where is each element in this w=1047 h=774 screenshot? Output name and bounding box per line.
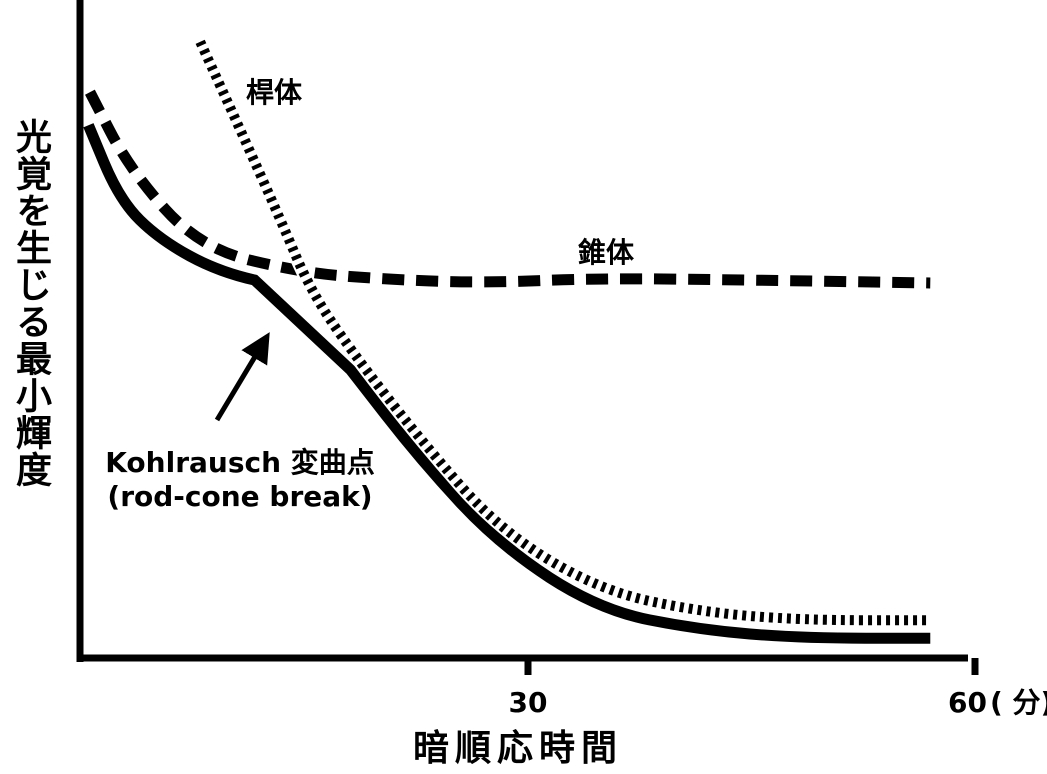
series-line-dashed [85,89,931,289]
x-unit-label: ( 分) [990,686,1047,719]
x-tick-label: 60 [948,686,987,719]
series-line-solid [83,123,931,644]
break-label-line1: Kohlrausch 変曲点 [105,446,375,479]
break-arrow [214,332,270,422]
series-line-dotted [195,39,931,626]
x-axis-label: 暗順応時間 [413,728,623,769]
cone-label: 錐体 [578,236,635,269]
rod-label: 桿体 [246,76,303,109]
x-tick-label: 30 [509,686,548,719]
break-label-line2: (rod-cone break) [107,480,372,513]
y-axis-label: 光覚を生じる最小輝度 [10,118,51,488]
